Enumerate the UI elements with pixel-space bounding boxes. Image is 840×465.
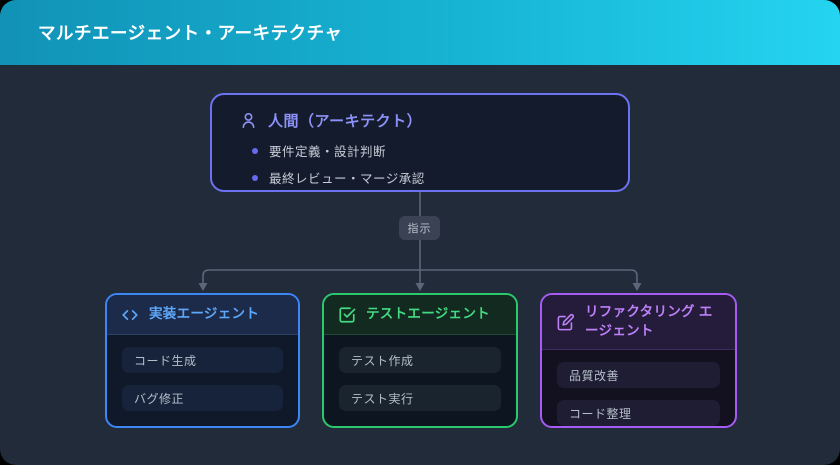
- agent-title: リファクタリング エージェント: [585, 304, 713, 338]
- person-icon: [242, 112, 255, 129]
- task-chip: コード生成: [122, 347, 283, 373]
- bullet-dot-icon: [252, 174, 258, 181]
- header-bar: マルチエージェント・アーキテクチャ: [0, 0, 840, 65]
- architect-title: 人間（アーキテクト）: [268, 113, 423, 130]
- list-item: 最終レビュー・マージ承認: [252, 168, 628, 187]
- agent-node-refactoring: リファクタリング エージェント 品質改善 コード整理: [540, 293, 737, 428]
- agent-title: テストエージェント: [366, 306, 490, 322]
- code-icon: [122, 309, 138, 320]
- agent-header: 実装エージェント: [107, 295, 298, 335]
- agent-header: リファクタリング エージェント: [542, 295, 735, 350]
- task-chip: 品質改善: [557, 362, 720, 388]
- checkbox-check-icon: [339, 306, 356, 323]
- arrowhead-left: [198, 283, 208, 291]
- task-chip: バグ修正: [122, 385, 283, 411]
- agent-node-implementation: 実装エージェント コード生成 バグ修正: [105, 293, 300, 428]
- task-chip: テスト作成: [339, 347, 501, 373]
- agent-title: 実装エージェント: [149, 306, 260, 322]
- arrowhead-center: [415, 283, 425, 291]
- agent-node-test: テストエージェント テスト作成 テスト実行: [322, 293, 518, 428]
- task-chip: コード整理: [557, 400, 720, 426]
- arrowhead-right: [632, 283, 642, 291]
- agent-header: テストエージェント: [324, 295, 516, 335]
- task-chip: テスト実行: [339, 385, 501, 411]
- architect-node: 人間（アーキテクト） 要件定義・設計判断 最終レビュー・マージ承認: [210, 93, 630, 192]
- edge-label-instruction: 指示: [399, 216, 440, 240]
- bullet-dot-icon: [252, 147, 258, 154]
- list-item: 要件定義・設計判断: [252, 141, 628, 160]
- page-title: マルチエージェント・アーキテクチャ: [38, 23, 343, 43]
- edit-square-icon: [557, 313, 575, 330]
